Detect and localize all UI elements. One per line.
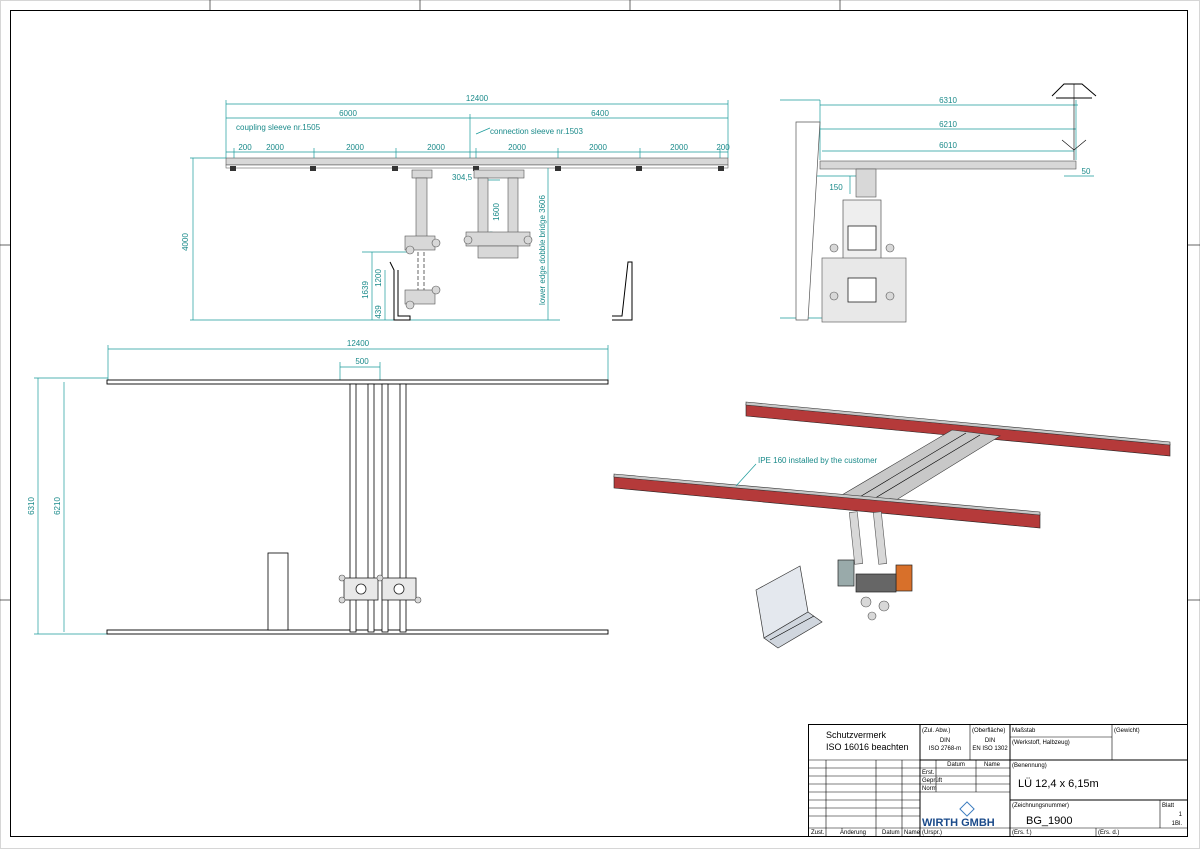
front-view: 12400 6000 6400 coupling sleeve nr.1505 … bbox=[181, 94, 730, 321]
iso-view: IPE 160 installed by the customer bbox=[613, 401, 1171, 649]
front-gripper-right bbox=[463, 169, 533, 259]
top-view: 12400 500 6310 6210 bbox=[27, 339, 609, 635]
dim-left-half: 6000 bbox=[339, 109, 357, 118]
beam-supports bbox=[230, 166, 724, 171]
top-dim-lines bbox=[34, 345, 609, 635]
tb-werkstoff: (Werkstoff, Halbzeug) bbox=[1012, 740, 1070, 746]
tb-name-footer: Name bbox=[904, 830, 921, 836]
dim-439: 439 bbox=[374, 305, 383, 319]
label-ipe160: IPE 160 installed by the customer bbox=[758, 456, 878, 465]
tb-ers-d: (Ers. d.) bbox=[1098, 830, 1119, 836]
side-head-lower bbox=[847, 277, 877, 303]
tb-benennung: LÜ 12,4 x 6,15m bbox=[1018, 778, 1099, 790]
side-view: 6310 6210 6010 50 150 50 bbox=[780, 83, 1097, 323]
title-block: Schutzvermerk ISO 16016 beachten (Zul. A… bbox=[808, 724, 1188, 837]
tb-blatt-value: 1 bbox=[1179, 812, 1183, 818]
top-grippers bbox=[338, 574, 422, 604]
top-bridge-beams bbox=[349, 383, 407, 633]
dim-right-half: 6400 bbox=[591, 109, 609, 118]
dim-side-6210: 6210 bbox=[939, 120, 957, 129]
top-rail-upper bbox=[106, 379, 609, 385]
tb-zeichnr: BG_1900 bbox=[1026, 815, 1072, 827]
tb-blatt-count: 1Bl. bbox=[1172, 821, 1183, 827]
dim-total: 12400 bbox=[466, 94, 489, 103]
side-beam bbox=[819, 160, 1077, 170]
tb-oberfl: (Oberfläche) bbox=[972, 728, 1005, 734]
top-rack bbox=[267, 552, 289, 631]
dim-top-6210: 6210 bbox=[53, 497, 62, 515]
sheet-frame bbox=[10, 10, 1188, 837]
tb-datum-footer: Datum bbox=[882, 830, 900, 836]
frame-ticks bbox=[0, 0, 1200, 601]
tb-norm: Norm bbox=[922, 786, 937, 792]
dim-top-total: 12400 bbox=[347, 339, 370, 348]
side-carriage bbox=[855, 168, 877, 198]
tb-gepr: Geprüft bbox=[922, 778, 942, 784]
tb-en-iso: EN ISO 1302 bbox=[972, 746, 1008, 752]
dim-seg-b: 2000 bbox=[346, 143, 364, 152]
tb-schutz-2: ISO 16016 beachten bbox=[826, 742, 909, 752]
side-suspension-detail bbox=[1051, 83, 1097, 160]
label-coupling-sleeve: coupling sleeve nr.1505 bbox=[236, 123, 321, 132]
tb-massstab: Maßstab bbox=[1012, 728, 1036, 734]
side-head-upper bbox=[847, 225, 877, 251]
tb-ers-f: (Ers. f.) bbox=[1012, 830, 1032, 836]
tb-name-header: Name bbox=[984, 762, 1001, 768]
tb-erst: Erst. bbox=[922, 770, 935, 776]
dim-offset: 304,5 bbox=[452, 173, 473, 182]
tb-din-2: DIN bbox=[985, 738, 995, 744]
tb-gewicht: (Gewicht) bbox=[1114, 728, 1140, 734]
dim-side-150: 150 bbox=[829, 183, 843, 192]
tb-schutz-1: Schutzvermerk bbox=[826, 730, 887, 740]
dim-1200: 1200 bbox=[374, 269, 383, 287]
dim-side-6010: 6010 bbox=[939, 141, 957, 150]
dim-seg-f: 2000 bbox=[670, 143, 688, 152]
dim-side-50-right: 50 bbox=[1082, 167, 1091, 176]
tb-datum-header: Datum bbox=[947, 762, 965, 768]
dim-seg-e: 2000 bbox=[589, 143, 607, 152]
side-column bbox=[795, 121, 821, 321]
front-gripper-left bbox=[404, 169, 441, 310]
logo-mark-icon bbox=[959, 801, 975, 817]
tb-benennung-header: (Benennung) bbox=[1012, 763, 1047, 769]
dim-seg-200-left: 200 bbox=[238, 143, 252, 152]
tb-zeichnr-header: (Zeichnungsnummer) bbox=[1012, 803, 1069, 809]
front-rack-left bbox=[389, 261, 411, 321]
dim-height: 4000 bbox=[181, 233, 190, 251]
dim-top-6310: 6310 bbox=[27, 497, 36, 515]
front-rack-right bbox=[612, 261, 633, 321]
tb-blatt: Blatt bbox=[1162, 803, 1174, 809]
tb-zul-abw: (Zul. Abw.) bbox=[922, 728, 950, 734]
tb-zust: Zust. bbox=[811, 830, 825, 836]
front-beam bbox=[225, 157, 729, 166]
dim-side-6310: 6310 bbox=[939, 96, 957, 105]
dim-seg-200-right: 200 bbox=[716, 143, 730, 152]
top-rail-lower bbox=[106, 629, 609, 635]
dim-top-gap: 500 bbox=[355, 357, 369, 366]
dim-seg-a: 2000 bbox=[266, 143, 284, 152]
label-lower-edge: lower edge dobble bridge 3606 bbox=[538, 195, 547, 305]
dim-seg-c: 2000 bbox=[427, 143, 445, 152]
label-connection-sleeve: connection sleeve nr.1503 bbox=[490, 127, 584, 136]
dim-seg-d: 2000 bbox=[508, 143, 526, 152]
side-dim-lines bbox=[780, 99, 1094, 319]
tb-iso2768: ISO 2768-m bbox=[929, 746, 961, 752]
tb-ursp: (Urspr.) bbox=[922, 830, 942, 836]
iso-gripper bbox=[837, 511, 913, 621]
tb-logo: WIRTH GMBH bbox=[922, 817, 995, 829]
tb-din-1: DIN bbox=[940, 738, 950, 744]
iso-rack bbox=[755, 565, 823, 649]
dim-1639: 1639 bbox=[361, 281, 370, 299]
front-dim-lines bbox=[190, 100, 729, 321]
tb-aenderung: Änderung bbox=[840, 829, 866, 836]
dim-travel: 1600 bbox=[492, 203, 501, 221]
